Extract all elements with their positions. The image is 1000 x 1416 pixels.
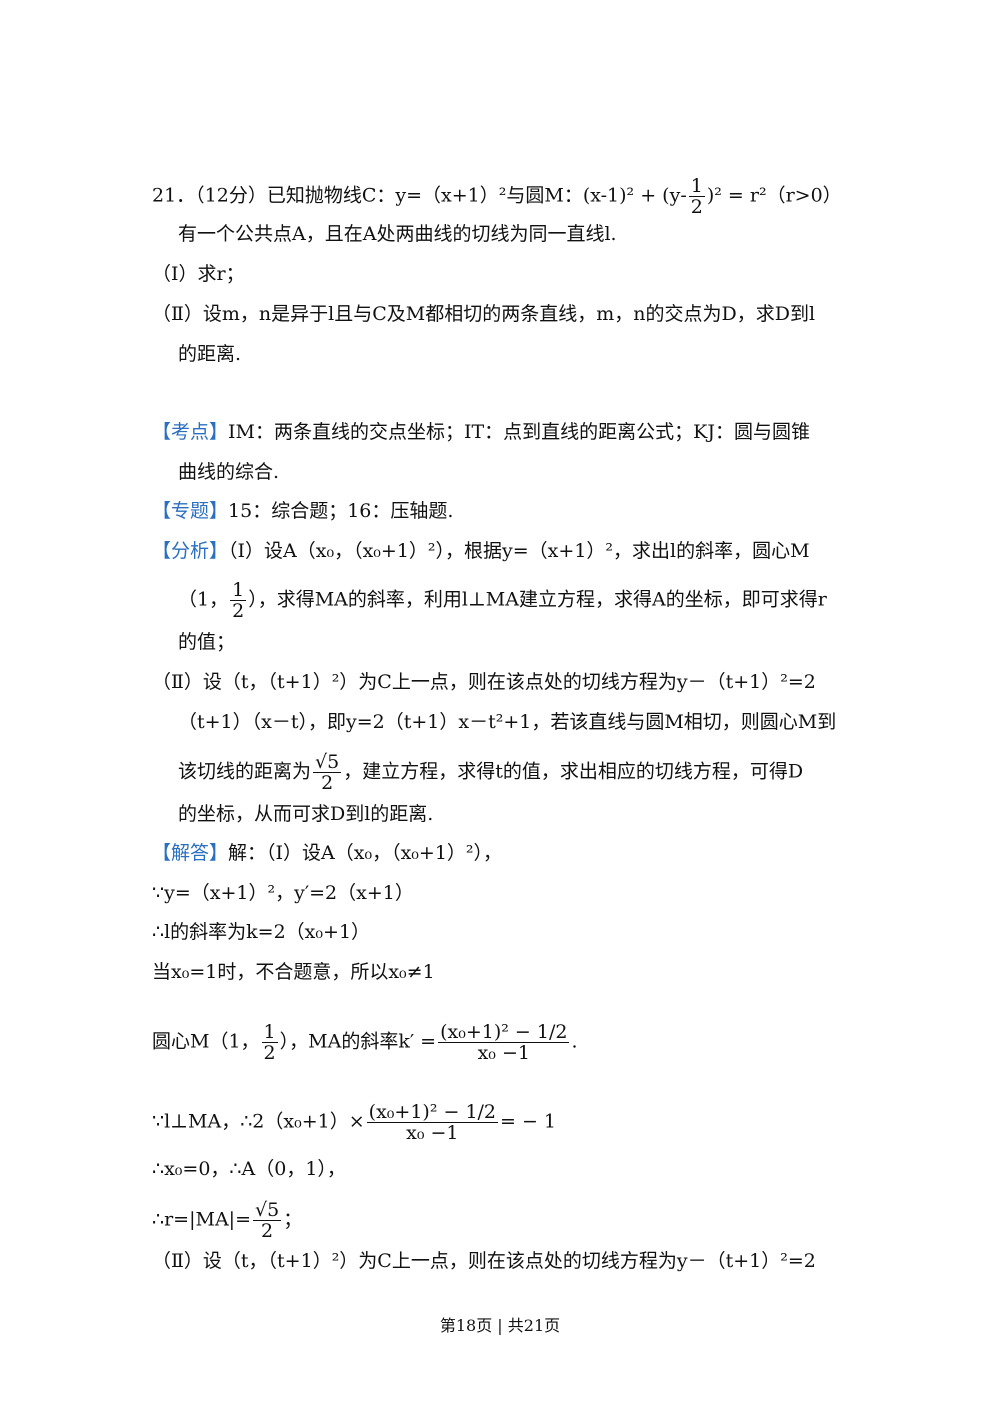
fraction-numerator: √5 [253, 1199, 282, 1221]
jieda-text-8a: ∴r=|MA|= [152, 1208, 251, 1231]
fraction-denominator: 2 [690, 196, 703, 218]
fenxi-line-7: 的坐标，从而可求D到l的距离. [178, 803, 434, 825]
fenxi-line-1: 【分析】（Ⅰ）设A（x₀，（x₀+1）²），根据y=（x+1）²，求出l的斜率，… [152, 539, 810, 563]
fraction-denominator: 2 [263, 1042, 276, 1064]
fraction-denominator: 2 [232, 600, 245, 622]
jieda-line-2: ∵y=（x+1）²，y′=2（x+1） [152, 882, 414, 904]
fraction-numerator: 1 [230, 579, 247, 601]
fraction-denominator: x₀ −1 [477, 1042, 530, 1064]
circle-equation-part-b: )² = r²（r>0） [706, 184, 842, 207]
fenxi-line-5: （t+1）（x－t），即y=2（t+1）x－t²+1，若该直线与圆M相切，则圆心… [178, 711, 837, 733]
problem-part-1: （Ⅰ）求r； [152, 263, 245, 285]
fenxi-line-4: （Ⅱ）设（t，（t+1）²）为C上一点，则在该点处的切线方程为y－（t+1）²=… [152, 671, 816, 693]
problem-line-1: 21．（12分）已知抛物线C：y=（x+1）²与圆M：(x-1)² + (y-1… [152, 176, 842, 217]
circle-equation-part-a: (x-1)² + (y- [582, 184, 687, 207]
kaodian-line-1: 【考点】IM：两条直线的交点坐标；IT：点到直线的距离公式；KJ：圆与圆锥 [152, 420, 810, 444]
jieda-line-1: 【解答】解：（Ⅰ）设A（x₀，（x₀+1）²）， [152, 841, 502, 865]
fraction-numerator: 1 [688, 175, 705, 197]
fenxi-text-6b: ，建立方程，求得t的值，求出相应的切线方程，可得D [343, 760, 804, 783]
problem-intro: 21．（12分）已知抛物线C：y=（x+1）²与圆M： [152, 184, 583, 207]
jieda-line-9: （Ⅱ）设（t，（t+1）²）为C上一点，则在该点处的切线方程为y－（t+1）²=… [152, 1250, 816, 1272]
fenxi-line-3: 的值； [178, 631, 236, 653]
jieda-tag: 【解答】 [152, 842, 229, 864]
fenxi-text-1: （Ⅰ）设A（x₀，（x₀+1）²），根据y=（x+1）²，求出l的斜率，圆心M [228, 540, 810, 562]
fraction-numerator: 1 [261, 1021, 278, 1043]
zhuanti-text: 15：综合题；16：压轴题. [228, 500, 454, 522]
kaodian-text: IM：两条直线的交点坐标；IT：点到直线的距离公式；KJ：圆与圆锥 [228, 421, 810, 443]
jieda-text-5a: 圆心M（1， [152, 1030, 260, 1053]
problem-part-2-a: （Ⅱ）设m，n是异于l且与C及M都相切的两条直线，m，n的交点为D，求D到l [152, 303, 816, 325]
jieda-text-6b: = − 1 [500, 1110, 557, 1133]
problem-line-2: 有一个公共点A，且在A处两曲线的切线为同一直线l. [178, 223, 617, 245]
jieda-line-3: ∴l的斜率为k=2（x₀+1） [152, 921, 371, 943]
fraction-numerator: (x₀+1)² − 1/2 [366, 1101, 499, 1123]
problem-part-2-b: 的距离. [178, 343, 242, 365]
page-footer: 第18页 | 共21页 [439, 1316, 561, 1335]
jieda-text-1: 解：（Ⅰ）设A（x₀，（x₀+1）²）， [228, 842, 503, 864]
jieda-text-5b: ），MA的斜率k′ = [279, 1030, 437, 1053]
zhuanti-line: 【专题】15：综合题；16：压轴题. [152, 499, 453, 523]
jieda-text-8-end: ； [283, 1208, 303, 1231]
jieda-text-5-end: . [571, 1030, 578, 1053]
fraction-denominator: 2 [321, 772, 334, 794]
fenxi-text-6a: 该切线的距离为 [178, 760, 312, 783]
fenxi-text-2b: ），求得MA的斜率，利用l⊥MA建立方程，求得A的坐标，即可求得r [248, 588, 827, 611]
fraction-numerator: √5 [313, 751, 342, 773]
fraction-denominator: x₀ −1 [406, 1122, 459, 1144]
jieda-text-6a: ∵l⊥MA，∴2（x₀+1）× [152, 1110, 365, 1133]
kaodian-tag: 【考点】 [152, 421, 229, 443]
kaodian-line-2: 曲线的综合. [178, 461, 280, 483]
jieda-line-7: ∴x₀=0，∴A（0，1）， [152, 1158, 346, 1180]
zhuanti-tag: 【专题】 [152, 500, 229, 522]
fenxi-text-2a: （1， [178, 588, 229, 611]
fraction-numerator: (x₀+1)² − 1/2 [438, 1021, 570, 1043]
jieda-line-4: 当x₀=1时，不合题意，所以x₀≠1 [152, 961, 435, 983]
fenxi-tag: 【分析】 [152, 540, 229, 562]
fraction-denominator: 2 [261, 1220, 274, 1242]
